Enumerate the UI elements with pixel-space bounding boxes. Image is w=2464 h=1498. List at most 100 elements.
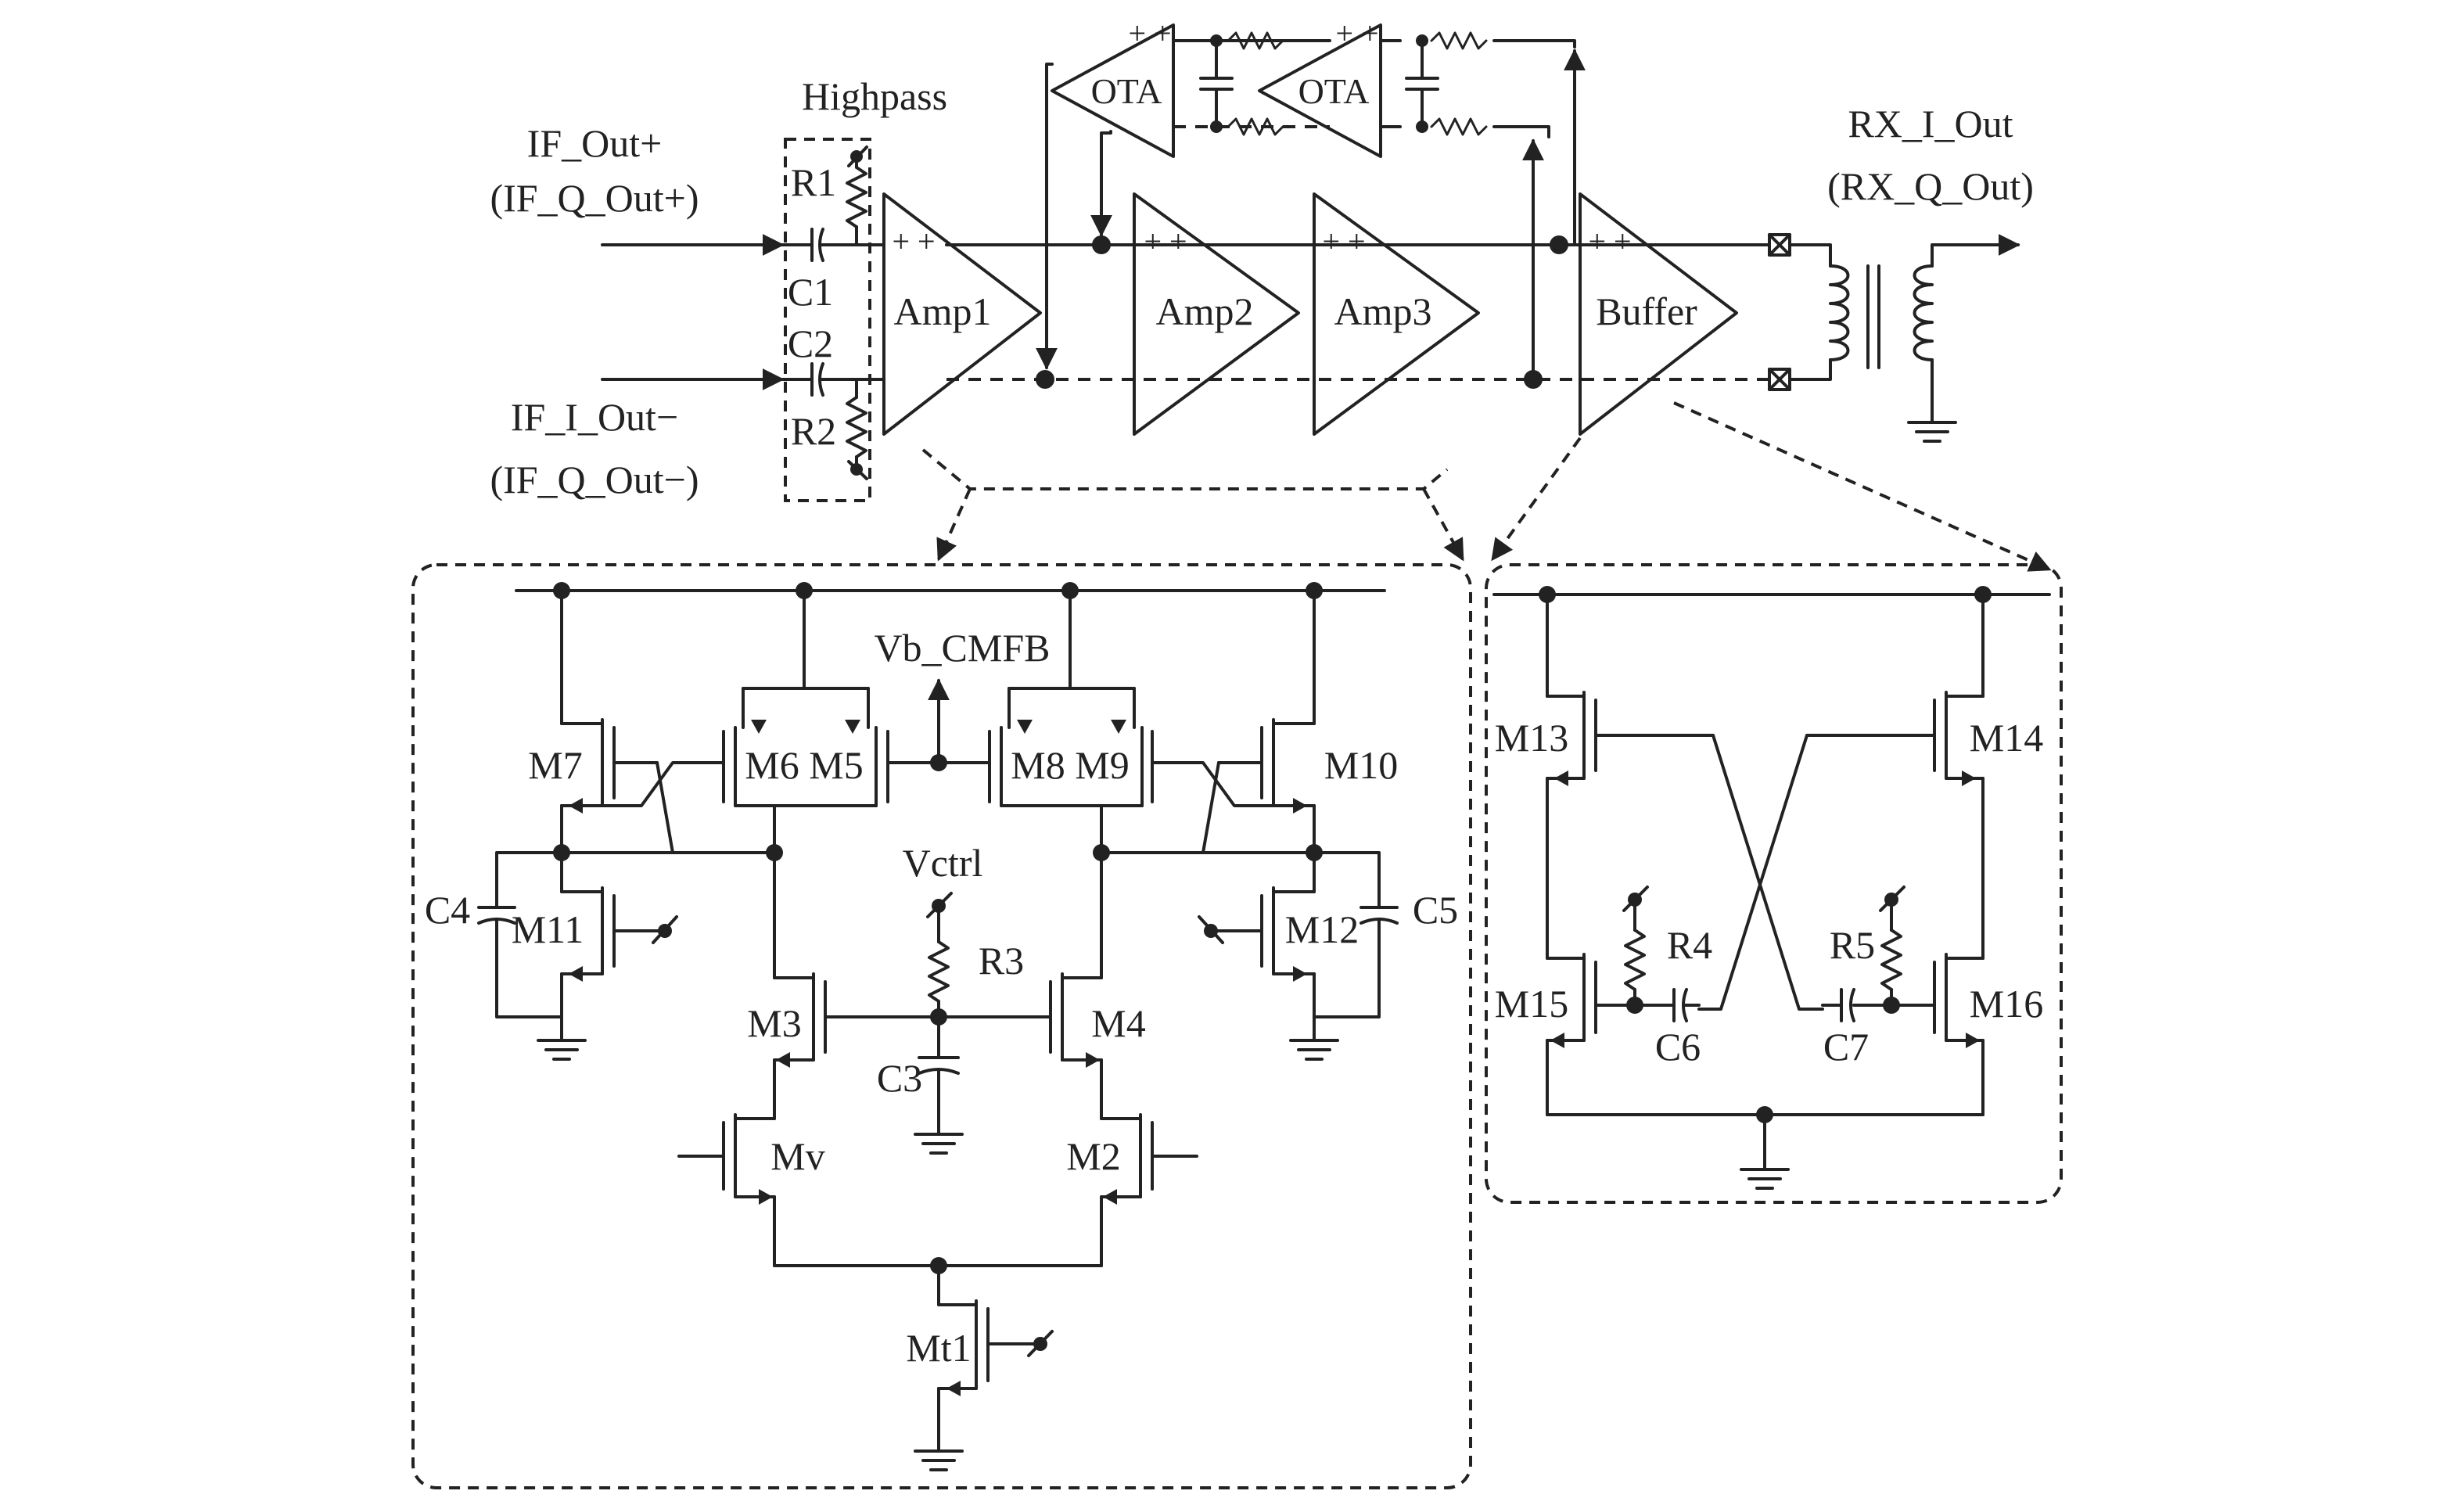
m4-transistor — [1049, 851, 1103, 1120]
m13-transistor — [1546, 593, 1715, 960]
amp2-label: Amp2 — [1156, 289, 1254, 333]
m7-label: M7 — [528, 743, 582, 787]
mv-transistor — [677, 1113, 776, 1267]
c3-label: C3 — [877, 1056, 922, 1100]
buffer-triangle — [1579, 192, 1738, 436]
amp-zoom-right-arrow — [1422, 488, 1464, 562]
ota2-triangle — [1258, 23, 1382, 158]
node-amp2-in-pos — [1092, 235, 1111, 254]
m13-label: M13 — [1495, 716, 1568, 760]
r1-resistor — [846, 145, 868, 246]
m12-label: M12 — [1285, 907, 1359, 951]
vb-cmfb-label: Vb_CMFB — [874, 626, 1050, 670]
m10-label: M10 — [1324, 743, 1398, 787]
ota2-plus-signs: + + — [1335, 16, 1378, 51]
m3-label: M3 — [747, 1001, 801, 1045]
amp3-plus-signs: + + — [1322, 224, 1365, 259]
ota-caps — [1199, 34, 1439, 133]
c1-capacitor — [781, 228, 885, 262]
mv-label: Mv — [770, 1134, 824, 1178]
m3-transistor — [773, 851, 827, 1120]
c7-capacitor — [1821, 988, 1855, 1022]
output-label: RX_I_Out — [1848, 102, 2013, 145]
ota1-out-to-amp1-neg — [1036, 63, 1058, 370]
amp2-triangle — [1133, 192, 1300, 436]
m2-label: M2 — [1066, 1134, 1120, 1178]
node-buffer-in-pos — [1550, 235, 1568, 254]
m8-m9-label: M8 M9 — [1011, 743, 1129, 787]
amp-zoom-left-arrow — [936, 488, 972, 562]
buffer-cross-a — [1712, 734, 1824, 1011]
signal-chain: IF_Out+ (IF_Q_Out+) IF_I_Out− (IF_Q_Out−… — [490, 16, 2052, 572]
buffer-detail-box — [1485, 563, 2063, 1204]
cross-left-b — [560, 761, 725, 807]
mt1-label: Mt1 — [906, 1326, 971, 1370]
ota1-triangle — [1051, 23, 1175, 158]
highpass-title: Highpass — [802, 74, 947, 118]
c5-m12-branch — [1198, 851, 1399, 1061]
amp3-triangle — [1313, 192, 1480, 436]
ota1-out-to-amp2-pos — [1090, 130, 1112, 237]
m2-transistor — [1100, 1113, 1198, 1267]
buffer-zoom-right-arrow — [1673, 401, 2052, 572]
buffer-label: Buffer — [1596, 289, 1697, 333]
m6-m5-label: M6 M5 — [745, 743, 863, 787]
r2-resistor — [846, 378, 868, 480]
r5-label: R5 — [1830, 923, 1875, 967]
ota1-plus-signs: + + — [1128, 16, 1171, 51]
r2-label: R2 — [791, 409, 836, 453]
mt1-transistor — [914, 1264, 1054, 1471]
ota2-label: OTA — [1298, 71, 1370, 111]
output-transformer — [1768, 233, 2020, 443]
m16-label: M16 — [1970, 982, 2043, 1026]
c1-label: C1 — [788, 270, 833, 314]
m4-label: M4 — [1091, 1001, 1145, 1045]
output-sub-label: (RX_Q_Out) — [1827, 164, 2034, 208]
c3-capacitor — [914, 1015, 964, 1155]
m8-m9-transistors — [937, 589, 1154, 854]
c6-capacitor — [1672, 988, 1701, 1022]
ota-interstage-resistors — [1227, 31, 1576, 138]
r3-resistor — [926, 892, 953, 1018]
buffer-plus-signs: + + — [1588, 224, 1631, 259]
m10-transistor — [1217, 589, 1316, 854]
m14-label: M14 — [1970, 716, 2043, 760]
c6-label: C6 — [1655, 1025, 1701, 1069]
amp2-plus-signs: + + — [1144, 224, 1187, 259]
node-amp1-out-neg — [1036, 370, 1054, 389]
buffer-cross-b — [1697, 734, 1808, 1011]
highpass-box — [784, 138, 871, 502]
m16-transistor — [1852, 953, 1984, 1116]
input-neg-label: IF_I_Out− — [511, 395, 678, 439]
amp1-plus-signs: + + — [892, 224, 935, 259]
amp3-label: Amp3 — [1334, 289, 1432, 333]
cross-right-b — [1151, 761, 1316, 807]
c2-label: C2 — [788, 322, 833, 365]
c4-m11-branch — [477, 851, 678, 1061]
m14-transistor — [1805, 593, 1984, 960]
c5-label: C5 — [1413, 888, 1458, 932]
ota1-label: OTA — [1091, 71, 1162, 111]
amp1-triangle — [882, 192, 1042, 436]
amp-zoom-top — [921, 448, 1449, 490]
m11-label: M11 — [512, 907, 584, 951]
r4-label: R4 — [1667, 923, 1712, 967]
c7-label: C7 — [1823, 1025, 1869, 1069]
buffer-detail-panel: M13 M14 M15 — [1485, 563, 2063, 1204]
amp-detail-box — [411, 563, 1472, 1489]
buffer-zoom-left-arrow — [1491, 436, 1582, 562]
r1-label: R1 — [791, 160, 836, 204]
r5-resistor — [1879, 886, 1905, 1007]
m6-m5-transistors — [722, 589, 940, 854]
r4-resistor — [1622, 886, 1649, 1007]
input-pos-label: IF_Out+ — [527, 121, 663, 165]
input-pos-sub-label: (IF_Q_Out+) — [490, 176, 699, 220]
amp1-label: Amp1 — [894, 289, 992, 333]
amp-detail-panel: M7 M10 — [411, 563, 1472, 1489]
m7-transistor — [560, 589, 659, 854]
input-neg-sub-label: (IF_Q_Out−) — [490, 458, 699, 501]
m15-label: M15 — [1495, 982, 1568, 1026]
c2-capacitor — [781, 362, 885, 397]
vctrl-label: Vctrl — [903, 841, 983, 885]
